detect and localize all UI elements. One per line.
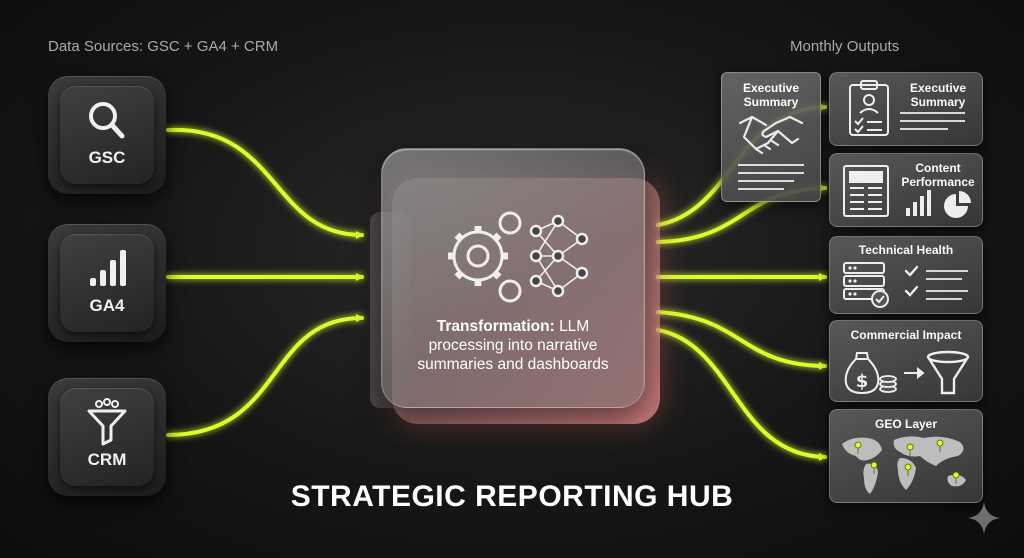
source-label: GSC [88,148,126,167]
hub-description: Transformation: LLM processing into narr… [402,317,624,374]
svg-text:$: $ [856,371,869,392]
source-label: GA4 [89,296,125,315]
output-card-executive-summary: Executive Summary [829,72,983,146]
newspaper-chart-icon [843,165,971,218]
funnel-icon [87,398,127,446]
source-card-crm: CRM [48,378,166,496]
flow-out-commercial [656,310,827,370]
source-label: CRM [87,450,127,469]
floating-executive-summary-card: Executive Summary [721,72,821,202]
flow-crm [166,314,364,437]
page-title: STRATEGIC REPORTING HUB [290,480,734,513]
sparkle-icon [968,502,1000,534]
flow-out-geo [656,328,827,461]
output-card-content-performance: Content Performance [829,153,983,227]
world-map-icon [842,436,966,494]
output-title: Executive Summary [909,81,967,109]
output-title: Technical Health [858,243,954,257]
source-card-ga4: GA4 [48,224,166,342]
magnifier-icon [89,102,125,139]
flow-gsc [166,127,364,239]
output-title: GEO Layer [874,417,938,431]
handshake-icon [738,115,804,190]
hub-description-bold: Transformation: [436,318,555,335]
gears-neural-network-icon [448,211,589,303]
source-card-gsc: GSC [48,76,166,194]
money-funnel-icon: $ [844,350,970,395]
output-card-geo-layer: GEO Layer [829,409,983,503]
floating-card-title: Executive Summary [742,81,800,109]
transformation-hub: Transformation: LLM processing into narr… [381,148,645,408]
server-checklist-icon [843,262,968,308]
signal-bars-icon [90,250,126,286]
output-card-technical-health: Technical Health [829,236,983,314]
hub-description-text: LLM processing into narrative summaries … [417,318,609,373]
output-title: Content Performance [901,161,975,189]
sources-caption: Data Sources: GSC + GA4 + CRM [48,38,279,55]
output-card-commercial-impact: $ Commercial Impact [829,320,983,402]
outputs-caption: Monthly Outputs [790,38,900,55]
clipboard-checklist-icon [849,80,965,136]
output-title: Commercial Impact [850,328,962,342]
